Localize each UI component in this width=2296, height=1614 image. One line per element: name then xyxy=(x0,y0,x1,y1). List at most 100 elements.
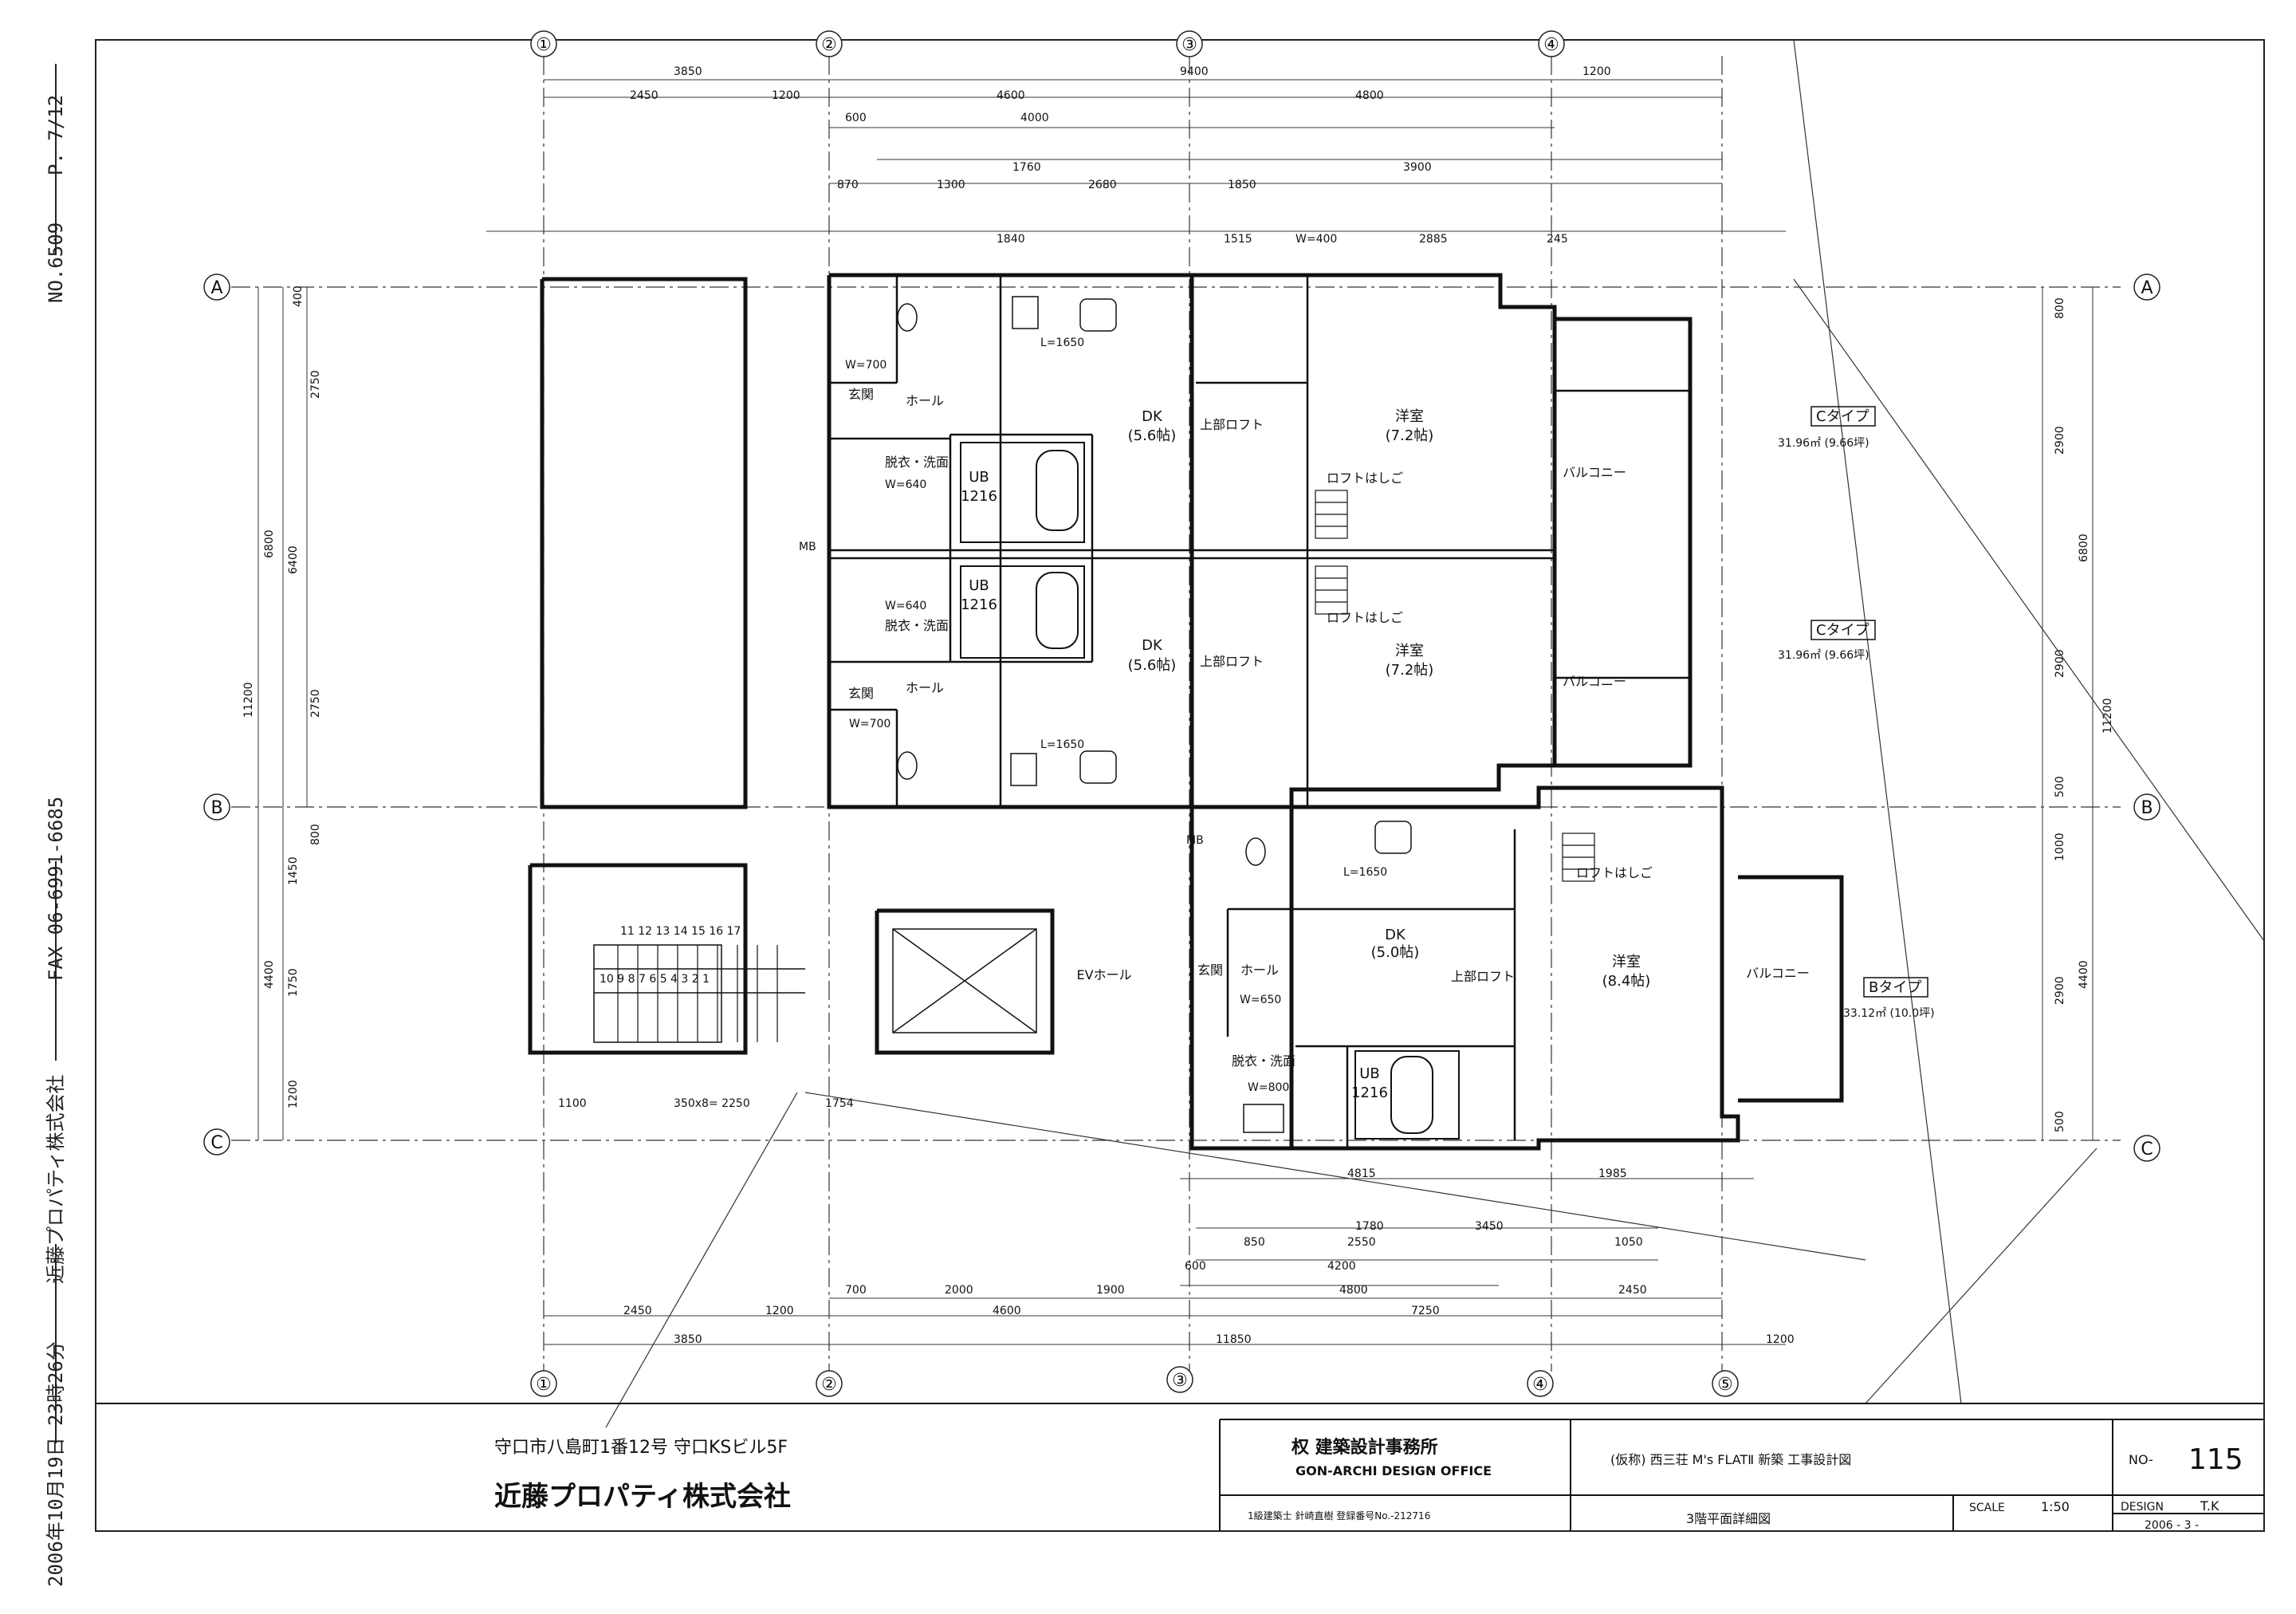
unit-b-name: Bタイプ xyxy=(1869,979,1921,996)
axis-col-2-top: ② xyxy=(821,35,837,55)
room-dk-lower: DK xyxy=(1385,927,1406,943)
axis-row-c-right: C xyxy=(2141,1140,2152,1159)
dim-top-1200: 1200 xyxy=(1582,65,1611,78)
room-ub-lower: UB xyxy=(1359,1065,1380,1082)
loft-ladder-upper: ロフトはしご xyxy=(1327,470,1403,486)
axis-bubbles xyxy=(203,30,2160,1397)
dim-top-1300: 1300 xyxy=(937,179,965,191)
dim-bot-7250: 7250 xyxy=(1411,1305,1440,1317)
loft-label-lower: 上部ロフト xyxy=(1451,969,1515,984)
room-ub-middle: UB xyxy=(969,577,989,594)
axis-row-b-left: B xyxy=(210,798,222,818)
axis-col-2-bottom: ② xyxy=(821,1375,837,1395)
room-genkan-lower: 玄関 xyxy=(1197,962,1223,978)
dimension-lines-bottom xyxy=(544,1178,1786,1345)
dim-bot-1200b: 1200 xyxy=(1766,1333,1795,1346)
room-senmen-lower: 脱衣・洗面 xyxy=(1232,1053,1295,1069)
dim-left-2750: 2750 xyxy=(309,370,322,399)
room-hall-upper: ホール xyxy=(906,393,944,408)
dim-top-4600: 4600 xyxy=(997,89,1025,102)
room-yoshitsu-lower: 洋室 xyxy=(1612,954,1641,970)
axis-row-a-right: A xyxy=(2141,278,2152,298)
dim-right-500b: 500 xyxy=(2054,1111,2066,1132)
client-name: 近藤プロパティ株式会社 xyxy=(494,1481,791,1513)
office-name: 权 建築設計事務所 xyxy=(1291,1437,1438,1458)
dim-bot-4800: 4800 xyxy=(1339,1284,1368,1297)
dim-top-3850: 3850 xyxy=(674,65,702,78)
dim-left-800: 800 xyxy=(309,824,322,845)
axis-col-3-top: ③ xyxy=(1181,35,1197,55)
dim-bot-4600: 4600 xyxy=(993,1305,1021,1317)
dim-bot-600: 600 xyxy=(1185,1260,1206,1273)
dimension-lines-side xyxy=(258,287,2094,1140)
dim-top-245: 245 xyxy=(1547,233,1568,246)
room-yoshitsu-upper: 洋室 xyxy=(1395,408,1424,425)
dim-top-2885: 2885 xyxy=(1419,233,1448,246)
label-1100: 1100 xyxy=(558,1097,587,1110)
dim-right-500: 500 xyxy=(2054,776,2066,797)
axis-col-4-bottom: ④ xyxy=(1532,1375,1548,1395)
dim-bot-1200: 1200 xyxy=(765,1305,794,1317)
dim-right-800: 800 xyxy=(2054,297,2066,319)
dim-top-870: 870 xyxy=(837,179,859,191)
grid-lines xyxy=(231,56,2121,1372)
dim-right-2900c: 2900 xyxy=(2054,976,2066,1005)
axis-col-5-bottom: ⑤ xyxy=(1717,1375,1733,1395)
label-w650: W=650 xyxy=(1240,994,1281,1006)
dim-bot-2450b: 2450 xyxy=(1618,1284,1647,1297)
stair xyxy=(593,928,1037,1043)
room-balcony-upper: バルコニー xyxy=(1563,465,1626,480)
drawing-title: 3階平面詳細図 xyxy=(1686,1511,1771,1526)
unit-b-area: 33.12㎡ (10.0坪) xyxy=(1843,1007,1935,1020)
dim-top-4800: 4800 xyxy=(1355,89,1384,102)
project-title: (仮称) 西三荘 M's FLATⅡ 新築 工事設計図 xyxy=(1610,1452,1851,1467)
dim-bot-3850: 3850 xyxy=(674,1333,702,1346)
dim-left-6400: 6400 xyxy=(287,545,300,574)
room-yoshitsu-upper-size: (7.2帖) xyxy=(1386,427,1434,444)
room-dk-middle-size: (5.6帖) xyxy=(1128,657,1177,674)
dim-right-2900b: 2900 xyxy=(2054,649,2066,678)
room-ub-upper-size: 1216 xyxy=(961,488,997,505)
label-w700-upper: W=700 xyxy=(845,359,887,372)
room-yoshitsu-middle-size: (7.2帖) xyxy=(1386,662,1434,679)
dim-top-w400: W=400 xyxy=(1295,233,1337,246)
dim-bot-1900: 1900 xyxy=(1096,1284,1125,1297)
room-balcony-lower: バルコニー xyxy=(1746,966,1810,981)
dim-right-11200: 11200 xyxy=(2101,698,2114,734)
dim-right-2900: 2900 xyxy=(2054,426,2066,455)
reference-lines xyxy=(605,39,2265,1428)
dimension-lines-top xyxy=(486,79,1786,232)
label-w700-lower: W=700 xyxy=(849,718,890,730)
dimension-texts-right: 800 2900 6800 2900 11200 500 1000 4400 2… xyxy=(2054,297,2114,1132)
walls xyxy=(528,273,1844,1151)
scale-value: 1:50 xyxy=(2041,1499,2070,1514)
label-stair-lower: 10 9 8 7 6 5 4 3 2 1 xyxy=(600,973,710,986)
dim-top-600: 600 xyxy=(845,112,867,124)
label-mb-upper: MB xyxy=(799,541,816,553)
dim-bot-4815: 4815 xyxy=(1347,1167,1376,1180)
loft-ladder-middle: ロフトはしご xyxy=(1327,610,1403,625)
office-name-en: GON-ARCHI DESIGN OFFICE xyxy=(1295,1463,1492,1478)
dim-right-1000: 1000 xyxy=(2054,833,2066,861)
axis-col-3-bottom: ③ xyxy=(1172,1371,1188,1391)
dim-top-2450: 2450 xyxy=(630,89,659,102)
dim-left-6800: 6800 xyxy=(263,529,276,558)
room-yoshitsu-lower-size: (8.4帖) xyxy=(1602,973,1651,990)
label-l1650-lower: L=1650 xyxy=(1343,866,1387,879)
room-ub-middle-size: 1216 xyxy=(961,596,997,613)
bath-units xyxy=(960,442,1460,1140)
dim-bot-3450: 3450 xyxy=(1475,1220,1504,1233)
axis-col-1-bottom: ① xyxy=(536,1375,552,1395)
label-w800: W=800 xyxy=(1248,1081,1289,1094)
axis-col-1-top: ① xyxy=(536,35,552,55)
label-l1650-upper: L=1650 xyxy=(1040,337,1084,349)
fixture-labels: L=1650 L=1650 L=1650 W=700 W=700 W=640 W… xyxy=(558,337,1387,1110)
dim-left-11200: 11200 xyxy=(242,682,255,718)
label-l1650-middle: L=1650 xyxy=(1040,738,1084,751)
room-dk-upper: DK xyxy=(1142,408,1163,425)
room-labels: DK (5.6帖) DK (5.6帖) DK (5.0帖) 洋室 (7.2帖) … xyxy=(848,387,1810,1101)
dim-bot-11850: 11850 xyxy=(1216,1333,1252,1346)
dim-bot-1050: 1050 xyxy=(1614,1236,1643,1249)
unit-c-upper-name: Cタイプ xyxy=(1816,408,1869,425)
design-value: T.K xyxy=(2200,1498,2219,1514)
